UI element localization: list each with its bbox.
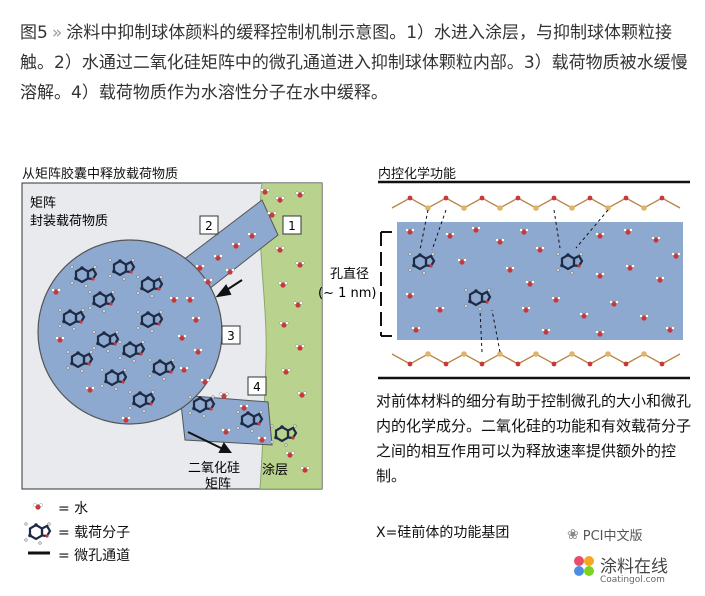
step-box-1: 1 [282,215,302,235]
x-definition: X=硅前体的功能基团 [376,525,510,541]
legend-icons [23,503,52,555]
right-panel-title: 内控化学功能 [378,167,457,182]
svg-text:1: 1 [288,219,296,233]
step-box-4: 4 [247,376,267,396]
watermark-logo-icon [574,556,594,576]
left-panel: 1 2 3 4 矩阵 封装载荷物质 二氧化硅 矩阵 涂层 [21,182,323,492]
right-panel-description: 对前体材料的细分有助于控制微孔的大小和微孔内的化学成分。二氧化硅的功能和有效载荷… [376,392,692,485]
legend-water-label: = 水 [58,501,89,517]
svg-text:3: 3 [227,329,235,343]
svg-text:4: 4 [253,380,261,394]
watermark-site-en: Coatingol.com [600,575,665,585]
matrix-sublabel: 封装载荷物质 [30,214,108,229]
legend-payload: = 载荷分子 [58,522,130,542]
pore-diameter-bracket [380,231,392,337]
pore-channel [397,222,683,340]
legend-payload-label: = 载荷分子 [58,525,131,541]
interaction-lines [419,209,609,353]
step-box-3: 3 [221,325,241,345]
watermark-wechat: ❀ PCI中文版 [567,525,643,545]
legend-channel-label: = 微孔通道 [58,548,131,564]
right-panel: 孔直径 (~ 1 nm) [318,180,690,380]
step-box-2: 2 [199,215,219,235]
caption-text: 涂料中抑制球体颜料的缓释控制机制示意图。1）水进入涂层，与抑制球体颗粒接触。2）… [20,23,688,103]
left-panel-title: 从矩阵胶囊中释放载荷物质 [22,167,179,182]
flow-arrows [187,279,243,453]
water-molecule-icon [33,503,43,510]
pore-diameter-label: 孔直径 [330,267,369,282]
silica-label-1: 二氧化硅 [188,461,240,476]
silica-label-2: 矩阵 [205,477,231,492]
framework-atoms [407,195,665,367]
chevron-icon: » [51,23,63,43]
figure-caption: 图5»涂料中抑制球体颜料的缓释控制机制示意图。1）水进入涂层，与抑制球体颗粒接触… [20,18,690,108]
wechat-icon: ❀ [567,526,579,543]
watermark-site-cn: 涂料在线 [600,557,668,577]
legend-water: = 水 [58,498,88,518]
watermark-site: 涂料在线 Coatingol.com [600,552,668,585]
inhibitor-sphere [37,239,223,425]
coating-label: 涂层 [262,462,288,478]
pore-diameter-value: (~ 1 nm) [318,286,376,301]
payload-molecule-icon [23,521,52,546]
legend-channel: = 微孔通道 [58,545,130,565]
figure-number: 图5 [20,23,48,43]
matrix-label: 矩阵 [30,196,56,211]
watermark-wechat-text: PCI中文版 [582,529,643,544]
channel-lower [179,394,273,446]
svg-text:2: 2 [205,219,213,233]
